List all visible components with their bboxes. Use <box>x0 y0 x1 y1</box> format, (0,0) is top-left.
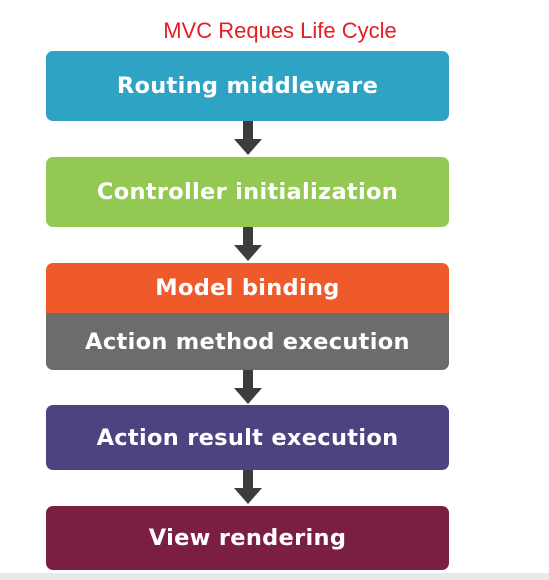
step-label: Controller initialization <box>96 179 399 205</box>
step-action-method-execution: Action method execution <box>46 313 449 370</box>
down-arrow-icon <box>234 227 262 261</box>
down-arrow-icon <box>234 470 262 504</box>
step-label: Action method execution <box>85 328 410 355</box>
bottom-edge-strip <box>0 573 549 580</box>
step-controller-initialization: Controller initialization <box>46 157 449 227</box>
down-arrow-icon <box>234 370 262 404</box>
step-label: Model binding <box>155 275 340 301</box>
step-label: Action result execution <box>96 424 399 451</box>
step-routing-middleware: Routing middleware <box>46 51 449 121</box>
step-view-rendering: View rendering <box>46 506 449 570</box>
step-label: View rendering <box>148 525 347 551</box>
down-arrow-icon <box>234 121 262 155</box>
diagram-title: MVC Reques Life Cycle <box>163 18 397 43</box>
step-action-result-execution: Action result execution <box>46 405 449 470</box>
step-model-binding: Model binding <box>46 263 449 313</box>
step-label: Routing middleware <box>116 73 379 99</box>
